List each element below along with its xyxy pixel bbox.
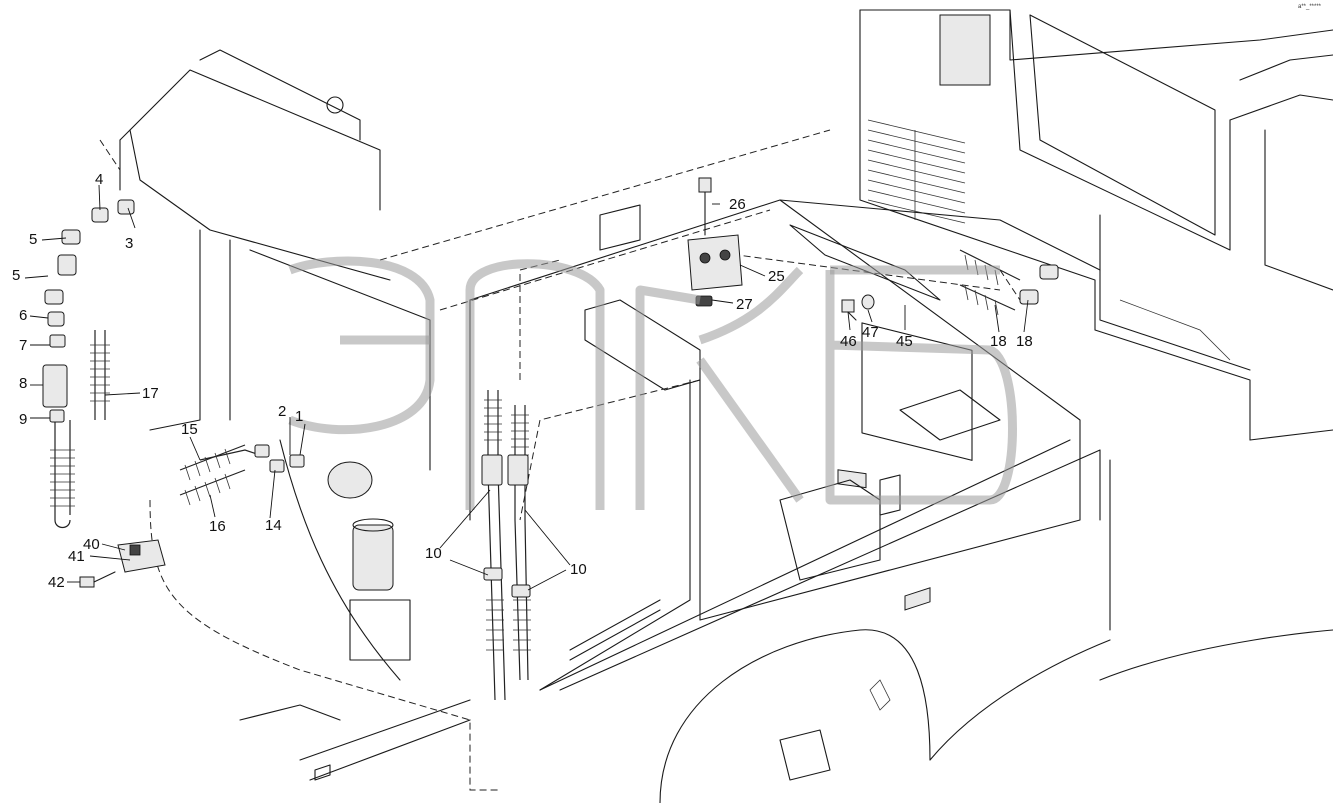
machine-frame-outline: a**_***** <box>42 4 1333 803</box>
part-label-45: 45 <box>896 333 913 350</box>
part-label-42: 42 <box>48 574 65 591</box>
part-label-14: 14 <box>265 517 282 534</box>
part-label-10b: 10 <box>570 561 587 578</box>
part-label-5b: 5 <box>12 267 20 284</box>
part-label-46: 46 <box>840 333 857 350</box>
part-label-17: 17 <box>142 385 159 402</box>
part-callouts: 1 2 3 4 5 5 6 7 8 9 10 10 14 15 16 17 18… <box>12 171 1033 591</box>
part-label-15: 15 <box>181 421 198 438</box>
part-label-18b: 18 <box>1016 333 1033 350</box>
part-label-47: 47 <box>862 324 879 341</box>
part-label-26: 26 <box>729 196 746 213</box>
part-label-10a: 10 <box>425 545 442 562</box>
part-label-8: 8 <box>19 375 27 392</box>
part-label-18a: 18 <box>990 333 1007 350</box>
leader-lines <box>24 184 1029 591</box>
part-label-3: 3 <box>125 235 133 252</box>
part-label-9: 9 <box>19 411 27 428</box>
part-label-41: 41 <box>68 548 85 565</box>
part-label-40: 40 <box>83 536 100 553</box>
part-label-25: 25 <box>768 268 785 285</box>
part-label-7: 7 <box>19 337 27 354</box>
part-label-4: 4 <box>95 171 103 188</box>
part-label-1: 1 <box>295 408 303 425</box>
part-label-5a: 5 <box>29 231 37 248</box>
corner-code: a**_***** <box>1298 4 1322 10</box>
part-label-16: 16 <box>209 518 226 535</box>
part-label-6: 6 <box>19 307 27 324</box>
fittings <box>42 177 1059 598</box>
part-label-27: 27 <box>736 296 753 313</box>
watermark-logo <box>288 256 1017 510</box>
part-label-2: 2 <box>278 403 286 420</box>
